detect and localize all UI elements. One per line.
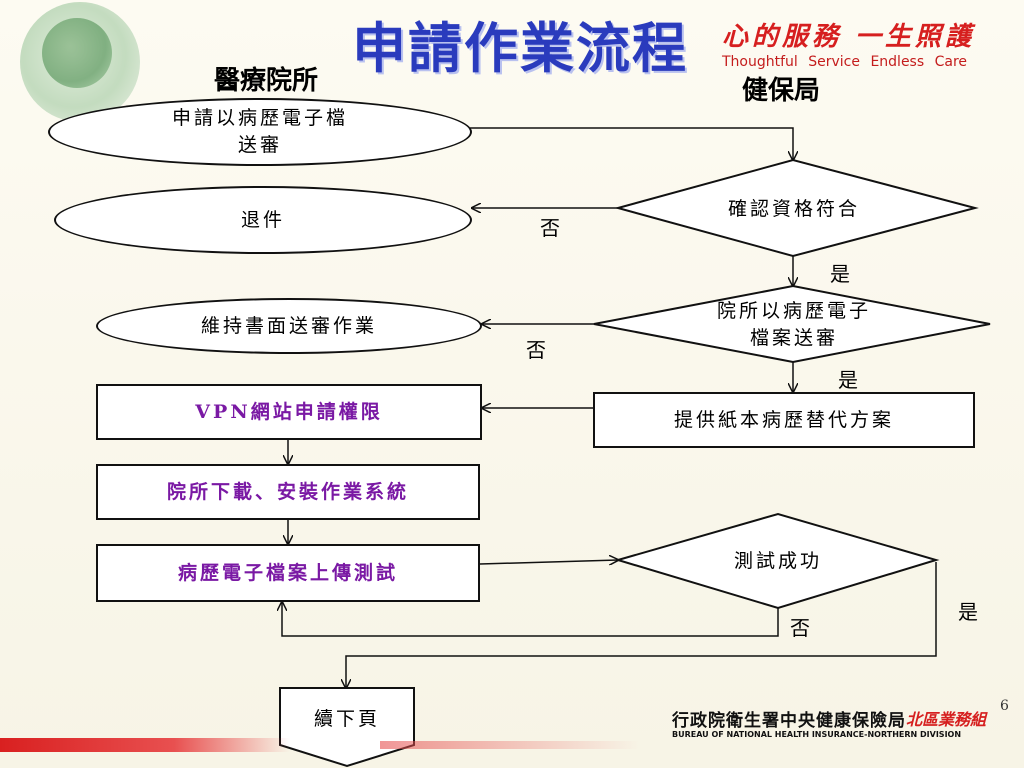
diamond-test-success: [614, 512, 940, 610]
offpage-connector-label: 續下頁: [280, 694, 414, 744]
arrow-upload-to-test: [479, 560, 618, 564]
node-install: 院所下載、安裝作業系統: [96, 464, 480, 520]
node-apply-ehr: 申請以病歷電子檔 送審: [48, 98, 472, 166]
arrow-test-to-continue: [346, 562, 937, 688]
diamond-ehr-submission: [593, 284, 991, 364]
arrow-apply-to-check: [470, 127, 793, 160]
node-apply-ehr-line1: 申請以病歷電子檔: [171, 107, 348, 130]
node-install-label: 院所下載、安裝作業系統: [166, 480, 409, 503]
slogan-chinese: 心的服務 一生照護: [722, 22, 976, 52]
footer-accent-fade: [380, 741, 640, 749]
org-name-chinese: 行政院衛生署中央健康保險局: [672, 711, 906, 731]
footer-accent-bar: [0, 738, 290, 752]
node-maintain-paper: 維持書面送審作業: [96, 298, 482, 354]
diamond-ehr-line2: 檔案送審: [749, 326, 838, 349]
label-no-test: 否: [790, 616, 810, 640]
node-return-label: 退件: [240, 208, 285, 231]
org-name-english: BUREAU OF NATIONAL HEALTH INSURANCE-NORT…: [672, 730, 962, 739]
column-header-nhi: 健保局: [742, 76, 821, 106]
diamond-test-success-label: 測試成功: [733, 550, 822, 572]
node-paper-alternative-label: 提供紙本病歷替代方案: [673, 408, 894, 431]
column-header-clinic: 醫療院所: [214, 66, 319, 96]
label-no-eligibility: 否: [540, 216, 560, 240]
label-no-ehr: 否: [526, 338, 546, 362]
nhi-logo-emblem: [42, 18, 112, 88]
page-number: 6: [1000, 698, 1009, 714]
node-paper-alternative: 提供紙本病歷替代方案: [593, 392, 975, 448]
division-name: 北區業務組: [906, 710, 987, 729]
node-vpn-label: VPN網站申請權限: [195, 400, 383, 423]
diamond-ehr-submission-label: 院所以病歷電子 檔案送審: [660, 298, 928, 351]
node-return: 退件: [54, 186, 472, 254]
node-upload-test-label: 病歷電子檔案上傳測試: [177, 561, 398, 584]
node-maintain-paper-label: 維持書面送審作業: [200, 314, 377, 337]
diamond-ehr-line1: 院所以病歷電子: [716, 300, 871, 322]
label-yes-test: 是: [958, 600, 978, 624]
node-upload-test: 病歷電子檔案上傳測試: [96, 544, 480, 602]
diamond-check-eligibility-label: 確認資格符合: [727, 198, 860, 220]
node-vpn: VPN網站申請權限: [96, 384, 482, 440]
arrow-test-to-upload: [282, 602, 779, 637]
diamond-check-eligibility: [614, 158, 979, 258]
label-yes-ehr: 是: [838, 368, 858, 392]
page-title: 申請作業流程: [352, 17, 688, 80]
node-apply-ehr-line2: 送審: [237, 134, 282, 156]
slogan-english: Thoughtful Service Endless Care: [722, 54, 968, 70]
label-yes-eligibility: 是: [830, 262, 850, 286]
continue-label: 續下頁: [313, 707, 380, 730]
